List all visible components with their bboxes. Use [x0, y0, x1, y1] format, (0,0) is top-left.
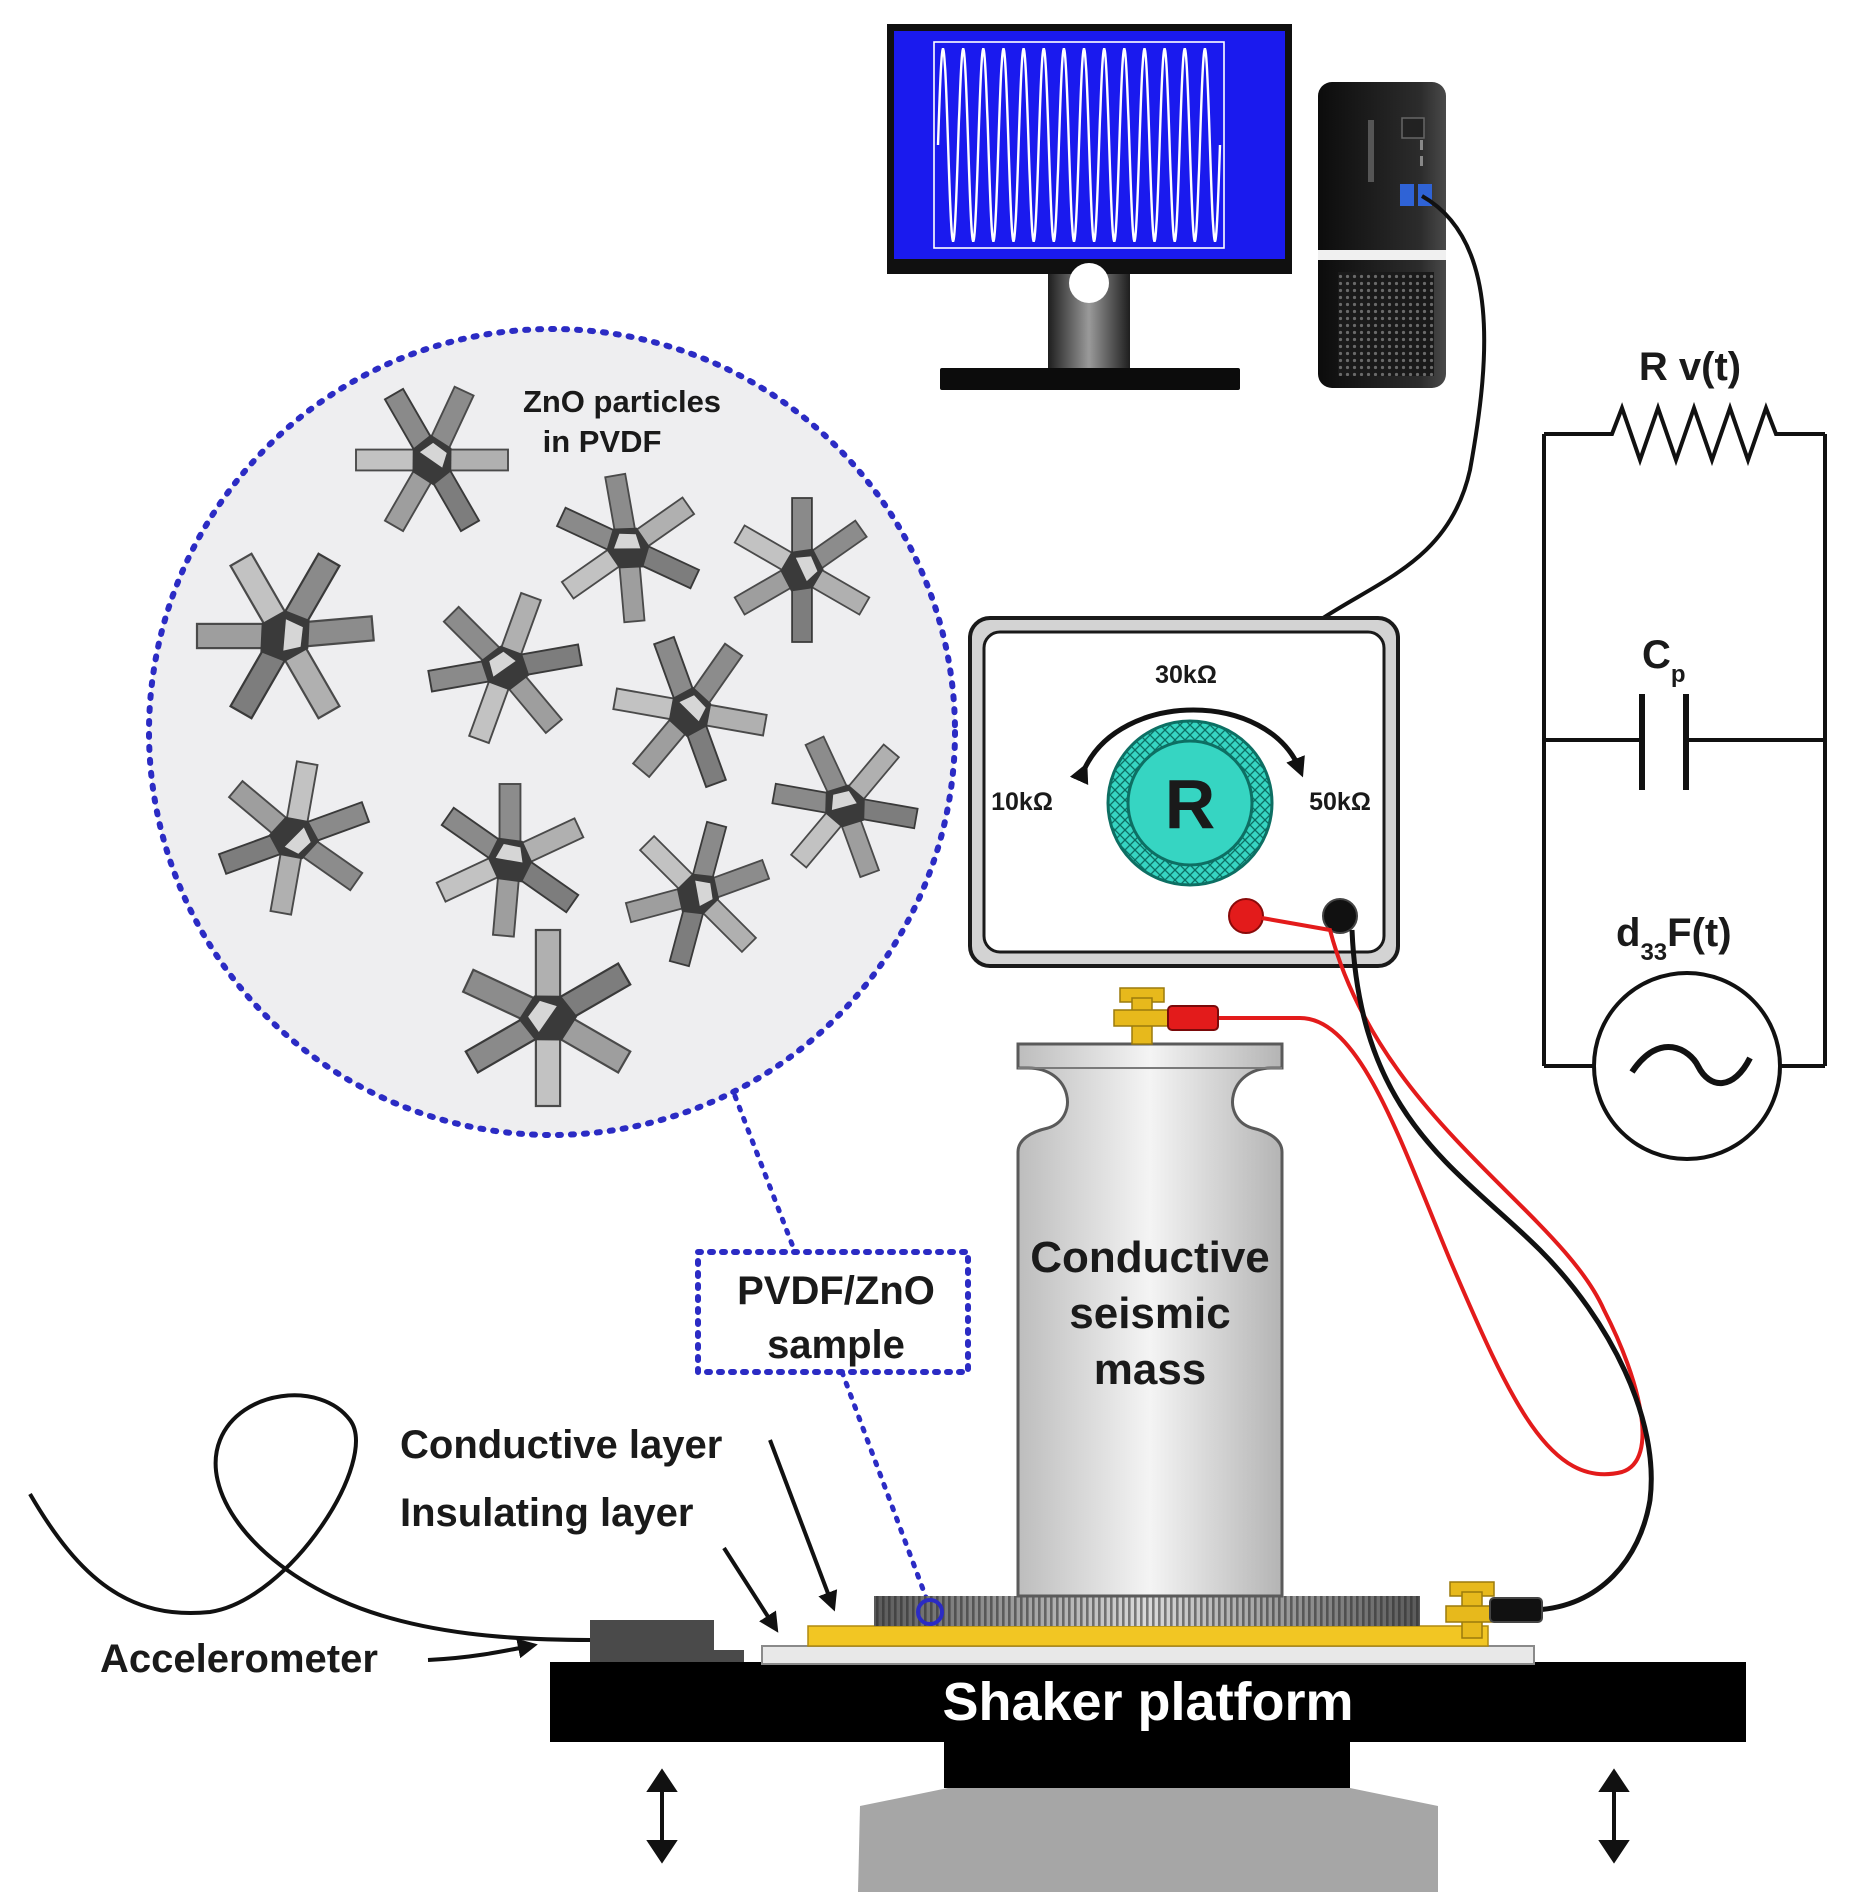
monitor-base	[940, 368, 1240, 390]
equivalent-circuit	[1542, 401, 1827, 1161]
accelerometer	[590, 1620, 714, 1662]
mass-label-line3: mass	[1094, 1345, 1207, 1394]
zno-label-line2: in PVDF	[543, 424, 662, 459]
sample-label-line2: sample	[767, 1323, 905, 1367]
conductive-seismic-mass: Conductive seismic mass	[1016, 1042, 1284, 1598]
shaker-platform	[550, 1662, 1746, 1742]
conductive-layer-arrow	[768, 1439, 838, 1612]
sample-label-box: PVDF/ZnO sample	[695, 1249, 971, 1375]
sine-waveform	[936, 48, 1222, 242]
shaker-neck	[944, 1736, 1350, 1788]
usb-cable	[1318, 194, 1487, 622]
vibration-arrow-left	[646, 1768, 678, 1864]
zoom-connector	[732, 1093, 798, 1255]
setting-50k: 50kΩ	[1309, 788, 1371, 816]
zno-label-line1: ZnO particles	[523, 384, 721, 419]
black-terminal[interactable]	[1322, 898, 1358, 934]
setting-30k: 30kΩ	[1155, 661, 1217, 689]
mass-label-line2: seismic	[1069, 1289, 1230, 1338]
accelerometer-cable	[28, 1393, 591, 1642]
sample-focus-marker	[916, 1598, 944, 1626]
mass-label-line1: Conductive	[1030, 1233, 1270, 1282]
ac-source-symbol	[1592, 971, 1782, 1161]
red-wire	[1212, 916, 1645, 1477]
shaker-platform-label: Shaker platform	[942, 1672, 1353, 1732]
black-plug	[1489, 1597, 1543, 1623]
setting-10k: 10kΩ	[991, 788, 1053, 816]
vibration-arrow-right	[1598, 1768, 1630, 1864]
capacitor-label: Cp	[1642, 633, 1686, 688]
accelerometer-arrow	[427, 1638, 538, 1662]
red-terminal[interactable]	[1228, 898, 1264, 934]
zoom-bubble: ZnO particles in PVDF	[146, 326, 958, 1138]
resistor-symbol	[1544, 401, 1825, 467]
insulating-layer-label: Insulating layer	[400, 1491, 693, 1535]
conductive-layer	[807, 1625, 1489, 1647]
resistor-label: R v(t)	[1639, 345, 1741, 389]
source-label: d33F(t)	[1616, 911, 1732, 966]
pc-grille	[1338, 272, 1434, 376]
waveform-plot-frame	[933, 41, 1225, 249]
pc-tower	[1318, 82, 1446, 388]
resistor-box: R 30kΩ 10kΩ 50kΩ	[968, 616, 1400, 968]
sample-connector	[839, 1369, 933, 1611]
computer-monitor	[887, 24, 1292, 390]
conductive-layer-label: Conductive layer	[400, 1423, 722, 1467]
insulating-layer	[761, 1645, 1535, 1665]
black-wire	[1349, 929, 1654, 1613]
bottom-clamp	[1445, 1581, 1499, 1639]
red-plug	[1167, 1005, 1219, 1031]
sample-label-line1: PVDF/ZnO	[737, 1269, 935, 1313]
insulating-layer-arrow	[722, 1546, 779, 1633]
knob-letter: R	[1165, 765, 1216, 843]
accelerometer-label: Accelerometer	[100, 1637, 378, 1681]
top-clamp	[1113, 987, 1171, 1045]
knob-range-arrow	[1069, 707, 1305, 786]
shaker-base	[858, 1806, 1438, 1892]
